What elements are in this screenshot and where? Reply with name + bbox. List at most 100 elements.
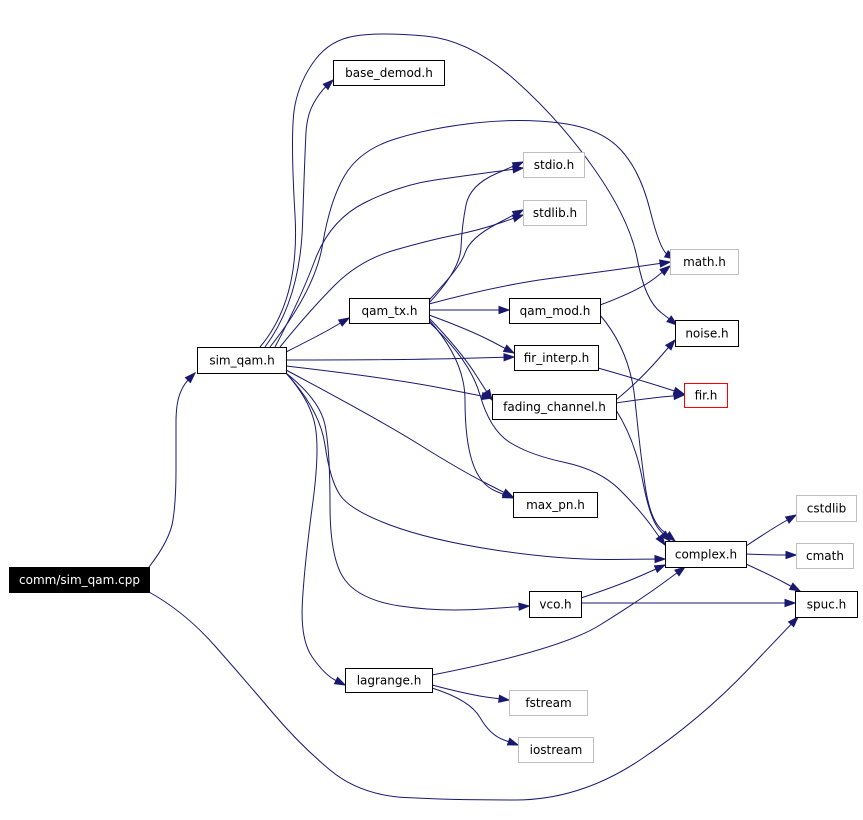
node-box (529, 591, 582, 618)
arrowhead (659, 265, 672, 276)
node-label: iostream (530, 743, 583, 757)
edge-sim_qam-complex (285, 372, 667, 564)
node-complex[interactable]: complex.h (665, 541, 747, 568)
node-vco[interactable]: vco.h (529, 591, 582, 618)
edge-vco-complex (580, 564, 667, 599)
node-label: fading_channel.h (503, 400, 606, 414)
node-label: noise.h (685, 327, 728, 341)
node-label: fir.h (695, 389, 718, 403)
arrowhead (653, 564, 667, 574)
node-label: stdlib.h (533, 206, 577, 220)
arrowhead (333, 676, 347, 686)
node-box (675, 320, 739, 347)
arrowhead (654, 554, 667, 564)
arrowhead (502, 344, 516, 354)
node-label: max_pn.h (526, 498, 585, 512)
node-cmath[interactable]: cmath (796, 543, 854, 569)
node-label: spuc.h (807, 598, 847, 612)
node-max-pn[interactable]: max_pn.h (513, 492, 598, 518)
node-label: math.h (683, 255, 726, 269)
node-box (345, 668, 433, 693)
edge-complex-cstdlib (745, 514, 798, 547)
node-qam-tx[interactable]: qam_tx.h (349, 298, 430, 324)
node-box (796, 495, 857, 522)
node-stdlib[interactable]: stdlib.h (523, 200, 587, 226)
edge-complex-spuc (745, 563, 802, 592)
node-box (523, 152, 585, 178)
node-root[interactable]: comm/sim_qam.cpp (9, 567, 150, 593)
edge-root-spuc (148, 591, 800, 801)
arrowhead (506, 737, 520, 746)
edge-vco-spuc (581, 598, 797, 608)
arrowhead (337, 317, 351, 327)
node-box (518, 737, 594, 763)
node-stdio[interactable]: stdio.h (523, 152, 585, 178)
node-fstream[interactable]: fstream (509, 690, 588, 716)
node-box (197, 347, 287, 374)
arrowhead (655, 534, 666, 547)
arrowhead (498, 305, 511, 315)
edge-sim_qam-lagrange (285, 372, 347, 686)
edge-root-sim_qam (148, 371, 197, 568)
edge-fading_channel-complex (615, 409, 672, 543)
edge-fading_channel-fir (615, 391, 686, 404)
edge-lagrange-fstream (431, 684, 511, 703)
node-label: qam_tx.h (362, 304, 418, 318)
node-sim-qam[interactable]: sim_qam.h (197, 347, 287, 374)
node-label: lagrange.h (357, 674, 422, 688)
arrowhead (788, 582, 802, 592)
node-box (513, 492, 598, 518)
arrowhead (518, 602, 531, 611)
node-spuc[interactable]: spuc.h (795, 591, 858, 618)
edge-complex-cmath (745, 550, 798, 560)
node-label: stdio.h (534, 158, 574, 172)
node-fading-channel[interactable]: fading_channel.h (492, 394, 617, 420)
edge-qam_tx-max_pn (428, 319, 515, 499)
arrowhead (503, 353, 516, 362)
edge-sim_qam-base_demod (264, 78, 335, 348)
edge-sim_qam-max_pn (285, 369, 515, 498)
node-iostream[interactable]: iostream (518, 737, 594, 763)
edge-fading_channel-noise (615, 338, 676, 401)
node-lagrange[interactable]: lagrange.h (345, 668, 433, 693)
node-label: cstdlib (807, 502, 846, 516)
node-label: complex.h (675, 548, 737, 562)
node-box (670, 249, 739, 275)
edge-qam_mod-math (599, 265, 672, 306)
node-box (349, 298, 430, 324)
node-base-demod[interactable]: base_demod.h (333, 60, 445, 86)
edge-qam_mod-complex (599, 314, 677, 542)
node-noise[interactable]: noise.h (675, 320, 739, 347)
node-math[interactable]: math.h (670, 249, 739, 275)
edge-qam_tx-fir_interp (428, 314, 516, 354)
node-label: comm/sim_qam.cpp (19, 573, 140, 587)
node-cstdlib[interactable]: cstdlib (796, 495, 857, 522)
node-label: qam_mod.h (520, 304, 591, 318)
arrowhead (674, 566, 687, 577)
arrowhead (659, 530, 672, 543)
arrowhead (784, 598, 797, 608)
arrowhead (184, 371, 197, 384)
edge-sim_qam-noise (259, 33, 679, 348)
edge-qam_tx-fading_channel (428, 317, 493, 402)
edge-sim_qam-qam_tx (285, 317, 351, 353)
arrowhead (498, 694, 511, 703)
node-qam-mod[interactable]: qam_mod.h (509, 298, 601, 324)
node-box (684, 383, 728, 408)
edge-qam_tx-complex (428, 321, 666, 547)
arrowhead (785, 550, 798, 560)
edge-sim_qam-fading_channel (285, 365, 494, 401)
node-fir-interp[interactable]: fir_interp.h (514, 345, 599, 371)
node-label: fir_interp.h (524, 351, 590, 365)
edge-qam_tx-qam_mod (429, 305, 511, 315)
edge-sim_qam-vco (285, 372, 531, 611)
edge-sim_qam-math (269, 120, 677, 348)
node-label: fstream (525, 696, 571, 710)
arrowhead (511, 209, 525, 219)
edge-qam_tx-stdio (428, 161, 525, 304)
edge-sim_qam-stdlib (279, 214, 525, 348)
edge-lagrange-complex (431, 566, 687, 676)
node-fir[interactable]: fir.h (684, 383, 728, 408)
arrowhead (501, 490, 515, 499)
